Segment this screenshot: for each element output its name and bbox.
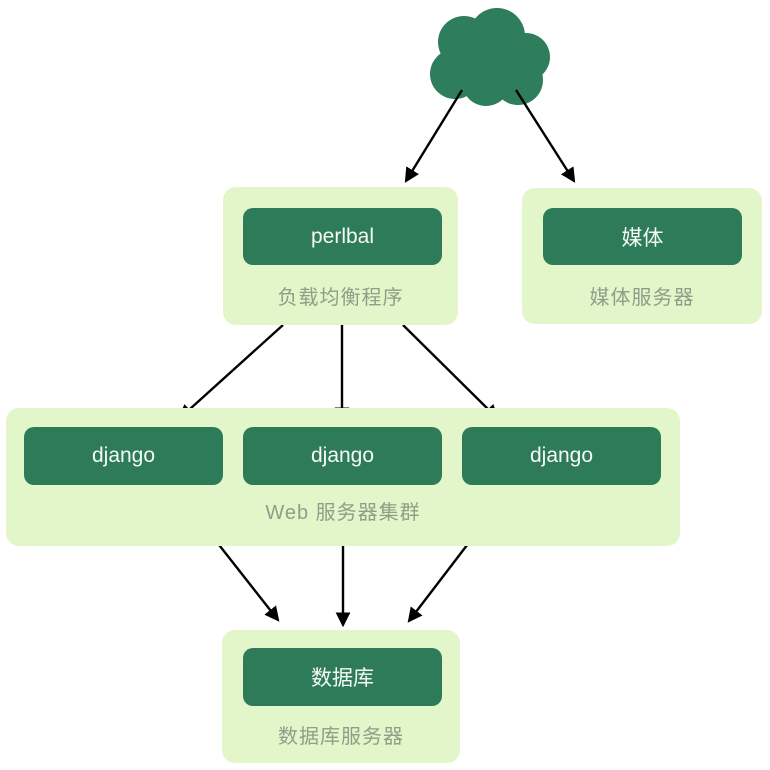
node-media: 媒体 xyxy=(543,208,742,265)
group-load-balancer: perlbal 负载均衡程序 xyxy=(223,187,458,325)
arrow-loadbalancer-to-django-1 xyxy=(178,324,284,420)
arrow-loadbalancer-to-django-3 xyxy=(402,324,499,420)
caption-load-balancer: 负载均衡程序 xyxy=(277,287,404,309)
node-django-3: django xyxy=(462,427,661,485)
node-django-1: django xyxy=(24,427,223,485)
caption-media-server: 媒体服务器 xyxy=(589,287,695,309)
cloud-icon xyxy=(430,8,550,106)
caption-web-cluster: Web 服务器集群 xyxy=(265,502,421,524)
arrow-cloud-to-loadbalancer xyxy=(404,89,464,183)
caption-database: 数据库服务器 xyxy=(278,726,404,748)
node-django-2: django xyxy=(243,427,442,485)
node-database: 数据库 xyxy=(243,648,442,706)
group-web-cluster: django django django Web 服务器集群 xyxy=(6,408,680,546)
group-media-server: 媒体 媒体服务器 xyxy=(522,188,762,324)
group-database: 数据库 数据库服务器 xyxy=(222,630,460,763)
node-perlbal: perlbal xyxy=(243,208,442,265)
arrow-cloud-to-media xyxy=(514,89,576,183)
